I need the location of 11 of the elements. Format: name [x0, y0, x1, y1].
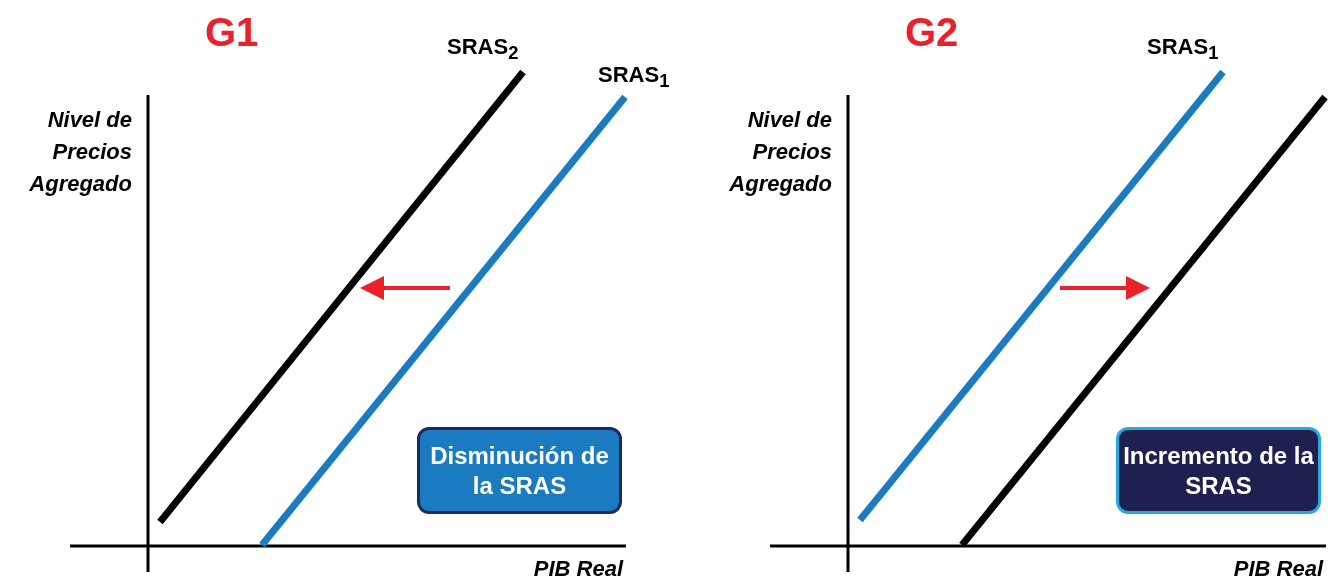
axis-label: Nivel de Precios Agregado — [728, 106, 832, 198]
curve-label: SRAS$_{2}$ — [447, 34, 520, 66]
curve-label: SRAS$_{1}$ — [598, 62, 671, 94]
axis-label: PIB Real — [1232, 556, 1323, 582]
chart-title: G2 — [905, 9, 960, 56]
callout-box: Disminución de la SRAS — [417, 427, 622, 514]
curve-label: SRAS$_{1}$ — [1147, 34, 1220, 66]
callout-box: Incremento de la SRAS — [1116, 427, 1321, 514]
chart-title: G1 — [205, 9, 260, 56]
axis-label: Nivel de Precios Agregado — [28, 106, 132, 198]
axis-label: PIB Real — [532, 556, 623, 582]
